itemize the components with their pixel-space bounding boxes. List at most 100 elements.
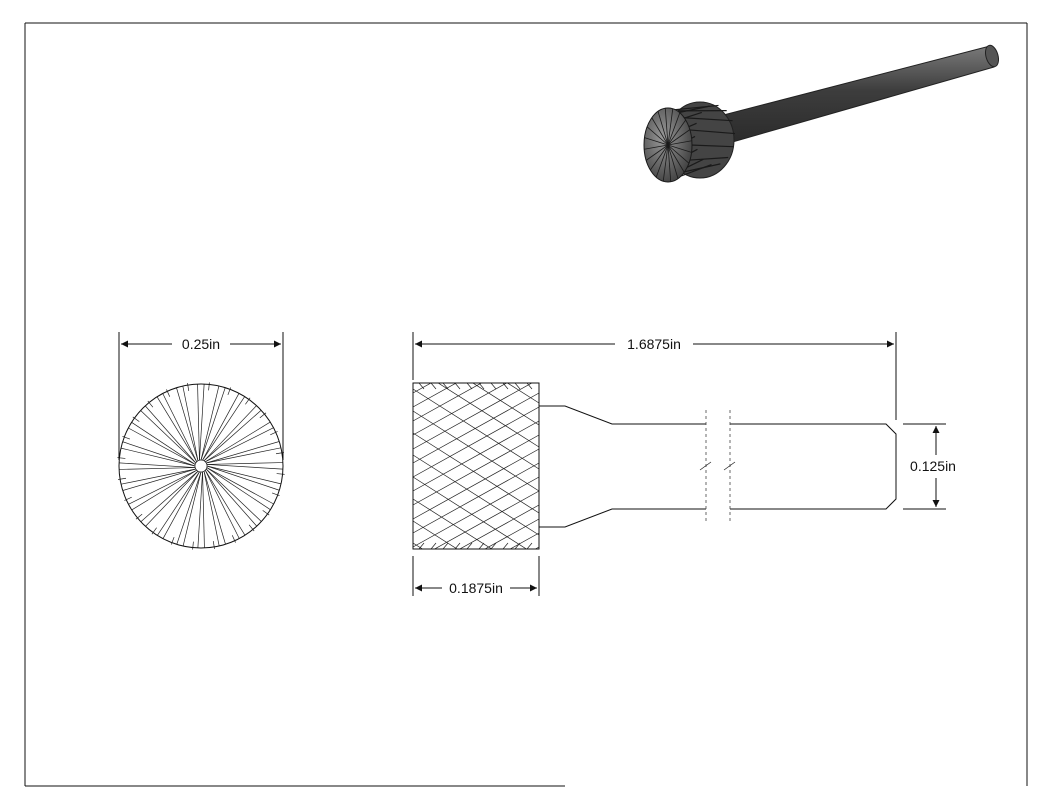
burr-head-side	[412, 127, 540, 711]
head-top-tick	[502, 382, 509, 390]
end-rim-notch	[187, 383, 190, 392]
head-crosscut-line	[413, 410, 539, 492]
head-crosscut-line	[413, 631, 539, 711]
end-flute-line	[205, 421, 271, 463]
iso-face-flute	[645, 144, 669, 161]
end-rim-notch	[271, 492, 280, 497]
iso-face-flute	[667, 144, 685, 173]
end-rim-notch	[151, 527, 157, 535]
head-top-tick	[418, 382, 425, 390]
end-flute-line	[119, 462, 196, 468]
burr-head-3d	[643, 101, 736, 183]
isometric-view	[643, 44, 1000, 183]
end-flute-line	[120, 447, 196, 467]
iso-face-flute	[657, 111, 669, 146]
head-bottom-tick	[526, 542, 533, 550]
end-flute-line	[156, 396, 198, 462]
shank-3d	[711, 44, 1000, 146]
end-rim-notch	[166, 389, 171, 397]
end-rim-notch	[276, 473, 285, 475]
end-center-circle	[194, 459, 208, 473]
iso-face-flute	[667, 140, 692, 146]
end-flute-line	[206, 465, 280, 491]
head-top-tick	[454, 382, 461, 390]
head-bottom-tick	[430, 542, 437, 550]
end-flute-line	[206, 465, 282, 485]
head-flute-line	[413, 267, 539, 337]
head-flute-line	[413, 448, 539, 520]
end-flute-line	[140, 470, 199, 522]
head-flute-line	[413, 476, 539, 548]
iso-face-flute	[651, 117, 669, 146]
iso-face-flute	[646, 126, 669, 146]
dimension-end-diameter: 0.25in	[118, 332, 284, 460]
iso-face-flute	[667, 129, 691, 146]
end-rim-notch	[192, 541, 194, 550]
head-flute-line	[413, 211, 539, 281]
end-flute-line	[199, 384, 205, 461]
head-crosscut-line	[506, 383, 539, 404]
end-flute-line	[203, 471, 226, 545]
head-flute-line	[433, 490, 539, 549]
head-flute-line	[413, 253, 539, 323]
head-top-tick	[430, 382, 437, 390]
head-flute-line	[413, 603, 539, 673]
head-bottom-tick	[514, 542, 521, 550]
iso-side-flute	[687, 156, 729, 161]
end-rim-notch	[231, 535, 236, 543]
end-flute-line	[206, 467, 274, 505]
end-flute-line	[197, 471, 203, 548]
end-flute-line	[206, 441, 280, 464]
head-flute-line	[413, 392, 539, 464]
head-flute-line	[413, 225, 539, 295]
head-flute-line	[413, 383, 508, 436]
end-flute-line	[197, 384, 200, 461]
end-flute-line	[145, 470, 199, 527]
end-flute-line	[206, 447, 282, 464]
head-flute-line	[413, 383, 483, 422]
head-crosscut-line	[413, 520, 458, 549]
head-top-tick	[490, 382, 497, 390]
head-bottom-tick	[490, 542, 497, 550]
iso-face-flute	[667, 112, 681, 146]
head-crosscut-line	[413, 388, 539, 470]
shank-diameter-label: 0.125in	[910, 458, 956, 474]
head-flute-line	[413, 281, 539, 351]
iso-face-flute	[655, 144, 669, 178]
head-crosscut-line	[413, 587, 539, 667]
end-flute-line	[157, 471, 200, 536]
end-flute-line	[205, 468, 257, 527]
head-flute-line	[413, 239, 539, 309]
head-flute-line	[509, 532, 539, 549]
head-flute-line	[459, 504, 539, 549]
head-flute-line	[413, 141, 539, 211]
head-length-label: 0.1875in	[449, 580, 503, 596]
end-rim-notch	[135, 513, 143, 520]
end-flute-line	[206, 464, 283, 470]
iso-face-flute	[667, 144, 672, 182]
iso-face-flute	[644, 144, 669, 150]
end-flute-line	[203, 471, 220, 547]
end-flute-line	[204, 470, 240, 539]
head-flute-line	[413, 127, 539, 197]
end-flute-line	[122, 468, 196, 491]
head-crosscut-line	[413, 498, 493, 549]
end-flute-line	[131, 469, 197, 511]
head-top-tick	[514, 382, 521, 390]
head-flute-line	[413, 295, 539, 365]
end-flute-line	[145, 405, 197, 464]
end-view	[117, 382, 285, 550]
iso-face-flute	[667, 144, 690, 164]
end-flute-line	[203, 405, 257, 462]
end-rim-notch	[132, 416, 140, 422]
head-flute-line	[413, 589, 539, 659]
end-flute-line	[206, 462, 283, 465]
end-flute-line	[120, 468, 196, 485]
end-rim-notch	[245, 397, 251, 405]
iso-face-flute	[667, 144, 692, 153]
head-crosscut-line	[437, 383, 539, 448]
end-rim-notch	[124, 496, 132, 501]
end-flute-line	[206, 467, 271, 510]
head-flute-line	[413, 617, 539, 687]
head-crosscut-line	[472, 383, 539, 426]
